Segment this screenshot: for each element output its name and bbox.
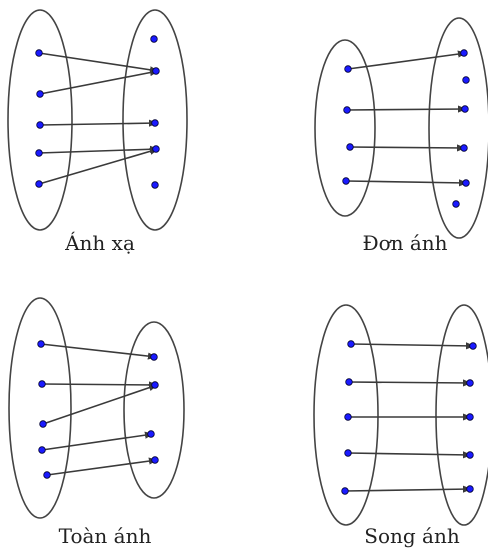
codomain-point bbox=[466, 413, 474, 421]
codomain-point bbox=[466, 379, 474, 387]
codomain-point bbox=[152, 145, 160, 153]
domain-point bbox=[37, 340, 45, 348]
mapping-arrow bbox=[347, 50, 467, 70]
panel-anh-xa: Ánh xạ bbox=[7, 9, 188, 255]
domain-point bbox=[36, 90, 44, 98]
mapping-arrow bbox=[38, 52, 159, 74]
domain-point bbox=[344, 413, 352, 421]
caption-toan-anh: Toàn ánh bbox=[59, 524, 152, 548]
panel-don-anh: Đơn ánh bbox=[314, 17, 488, 255]
domain-oval bbox=[8, 297, 72, 519]
mapping-arrow bbox=[345, 179, 468, 187]
codomain-oval bbox=[123, 321, 185, 499]
domain-point bbox=[343, 106, 351, 114]
codomain-oval bbox=[122, 9, 188, 231]
codomain-point bbox=[460, 144, 468, 152]
codomain-point bbox=[151, 181, 159, 189]
caption-don-anh: Đơn ánh bbox=[362, 231, 447, 255]
panel-toan-anh: Toàn ánh bbox=[8, 297, 185, 548]
codomain-point bbox=[151, 456, 159, 464]
codomain-point bbox=[466, 451, 474, 459]
domain-point bbox=[39, 420, 47, 428]
mapping-arrow bbox=[42, 384, 158, 425]
codomain-point bbox=[452, 200, 460, 208]
codomain-point bbox=[461, 105, 469, 113]
mapping-arrow bbox=[46, 457, 158, 476]
domain-point bbox=[36, 121, 44, 129]
codomain-point bbox=[147, 430, 155, 438]
domain-point bbox=[345, 378, 353, 386]
domain-point bbox=[346, 143, 354, 151]
codomain-point bbox=[150, 35, 158, 43]
domain-point bbox=[342, 177, 350, 185]
mapping-arrow bbox=[38, 147, 159, 185]
domain-point bbox=[341, 487, 349, 495]
mapping-arrow bbox=[40, 343, 157, 360]
domain-oval bbox=[7, 9, 73, 231]
mapping-arrow bbox=[347, 451, 472, 459]
domain-point bbox=[35, 49, 43, 57]
mapping-arrow bbox=[41, 381, 158, 389]
codomain-oval bbox=[428, 17, 488, 239]
mapping-arrow bbox=[350, 342, 475, 350]
caption-anh-xa: Ánh xạ bbox=[64, 231, 135, 255]
mapping-arrow bbox=[344, 485, 472, 493]
panel-song-anh: Song ánh bbox=[313, 304, 488, 548]
domain-point bbox=[344, 65, 352, 73]
domain-point bbox=[344, 449, 352, 457]
mapping-arrow bbox=[348, 379, 472, 387]
domain-point bbox=[38, 446, 46, 454]
domain-oval bbox=[314, 39, 376, 217]
domain-point bbox=[43, 471, 51, 479]
mapping-arrow bbox=[39, 69, 159, 95]
codomain-point bbox=[151, 119, 159, 127]
mapping-arrow bbox=[39, 119, 158, 127]
codomain-point bbox=[469, 342, 477, 350]
mapping-arrow bbox=[346, 105, 467, 113]
codomain-point bbox=[460, 49, 468, 57]
domain-oval bbox=[313, 304, 379, 526]
mapping-arrow bbox=[38, 145, 159, 154]
codomain-point bbox=[151, 381, 159, 389]
codomain-point bbox=[466, 485, 474, 493]
mapping-arrow bbox=[349, 144, 466, 152]
domain-point bbox=[38, 380, 46, 388]
domain-point bbox=[35, 149, 43, 157]
codomain-oval bbox=[435, 304, 488, 526]
codomain-point bbox=[462, 179, 470, 187]
codomain-point bbox=[150, 353, 158, 361]
domain-point bbox=[347, 340, 355, 348]
caption-song-anh: Song ánh bbox=[364, 524, 460, 548]
domain-point bbox=[35, 180, 43, 188]
codomain-point bbox=[462, 76, 470, 84]
mapping-arrow bbox=[41, 431, 154, 451]
codomain-point bbox=[152, 67, 160, 75]
